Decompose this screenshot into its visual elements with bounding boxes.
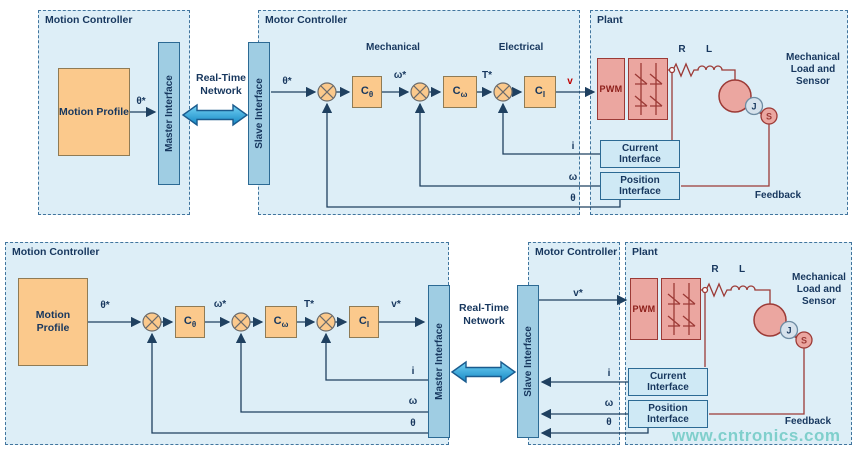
resistor-label: R xyxy=(711,264,719,275)
inductor-label: L xyxy=(738,264,746,275)
signal-omega: ω xyxy=(568,172,578,183)
mech-load-label: Mechanical Load and Sensor xyxy=(792,272,846,307)
current-controller-box: CI xyxy=(349,306,379,338)
position-controller-box: Cθ xyxy=(175,306,205,338)
position-controller-box: Cθ xyxy=(352,76,382,108)
signal-theta: θ xyxy=(410,418,416,429)
region-title: Motor Controller xyxy=(535,246,618,258)
network-label: Real-Time Network xyxy=(196,72,246,97)
electrical-label: Electrical xyxy=(498,42,544,53)
region-title: Plant xyxy=(597,14,623,26)
signal-theta-ref: θ* xyxy=(282,76,292,87)
signal-torque-ref: T* xyxy=(304,299,314,310)
position-interface-box: Position Interface xyxy=(600,172,680,200)
feedback-label: Feedback xyxy=(754,190,802,201)
slave-interface-box: Slave Interface xyxy=(248,42,270,185)
resistor-label: R xyxy=(678,44,686,55)
position-interface-box: Position Interface xyxy=(628,400,708,428)
region-title: Motion Controller xyxy=(12,246,100,258)
signal-omega-ref: ω* xyxy=(213,299,227,310)
watermark: www.cntronics.com xyxy=(672,426,841,445)
master-interface-box: Master Interface xyxy=(428,285,450,438)
signal-omega: ω xyxy=(604,398,614,409)
region-title: Motor Controller xyxy=(265,14,348,26)
pwm-box: PWM xyxy=(597,58,625,120)
signal-theta: θ xyxy=(606,417,612,428)
signal-v-ref: v* xyxy=(391,299,401,310)
signal-omega: ω xyxy=(408,396,418,407)
signal-v: v xyxy=(567,76,573,87)
signal-theta: θ xyxy=(570,193,576,204)
network-label: Real-Time Network xyxy=(459,302,509,327)
signal-omega-ref: ω* xyxy=(393,70,407,81)
speed-controller-box: Cω xyxy=(265,306,297,338)
region-motor-controller-bottom: Motor Controller xyxy=(528,242,620,445)
master-interface-box: Master Interface xyxy=(158,42,180,185)
region-title: Motion Controller xyxy=(45,14,133,26)
inductor-label: L xyxy=(705,44,713,55)
pwm-box: PWM xyxy=(630,278,658,340)
current-interface-box: Current Interface xyxy=(600,140,680,168)
slave-interface-box: Slave Interface xyxy=(517,285,539,438)
feedback-label: Feedback xyxy=(784,416,832,427)
signal-current: i xyxy=(411,366,415,377)
signal-theta-ref: θ* xyxy=(136,96,146,107)
mechanical-label: Mechanical xyxy=(366,42,420,53)
inverter-box xyxy=(628,58,668,120)
mech-load-label: Mechanical Load and Sensor xyxy=(786,52,840,87)
inverter-box xyxy=(661,278,701,340)
signal-current: i xyxy=(607,368,611,379)
signal-current: i xyxy=(571,141,575,152)
signal-torque-ref: T* xyxy=(482,70,492,81)
speed-controller-box: Cω xyxy=(443,76,477,108)
signal-v-ref: v* xyxy=(573,288,583,299)
motion-profile-box: Motion Profile xyxy=(18,278,88,366)
signal-theta-ref: θ* xyxy=(100,300,110,311)
current-interface-box: Current Interface xyxy=(628,368,708,396)
region-title: Plant xyxy=(632,246,658,258)
region-motor-controller-top: Motor Controller xyxy=(258,10,580,215)
motion-profile-box: Motion Profile xyxy=(58,68,130,156)
current-controller-box: CI xyxy=(524,76,556,108)
